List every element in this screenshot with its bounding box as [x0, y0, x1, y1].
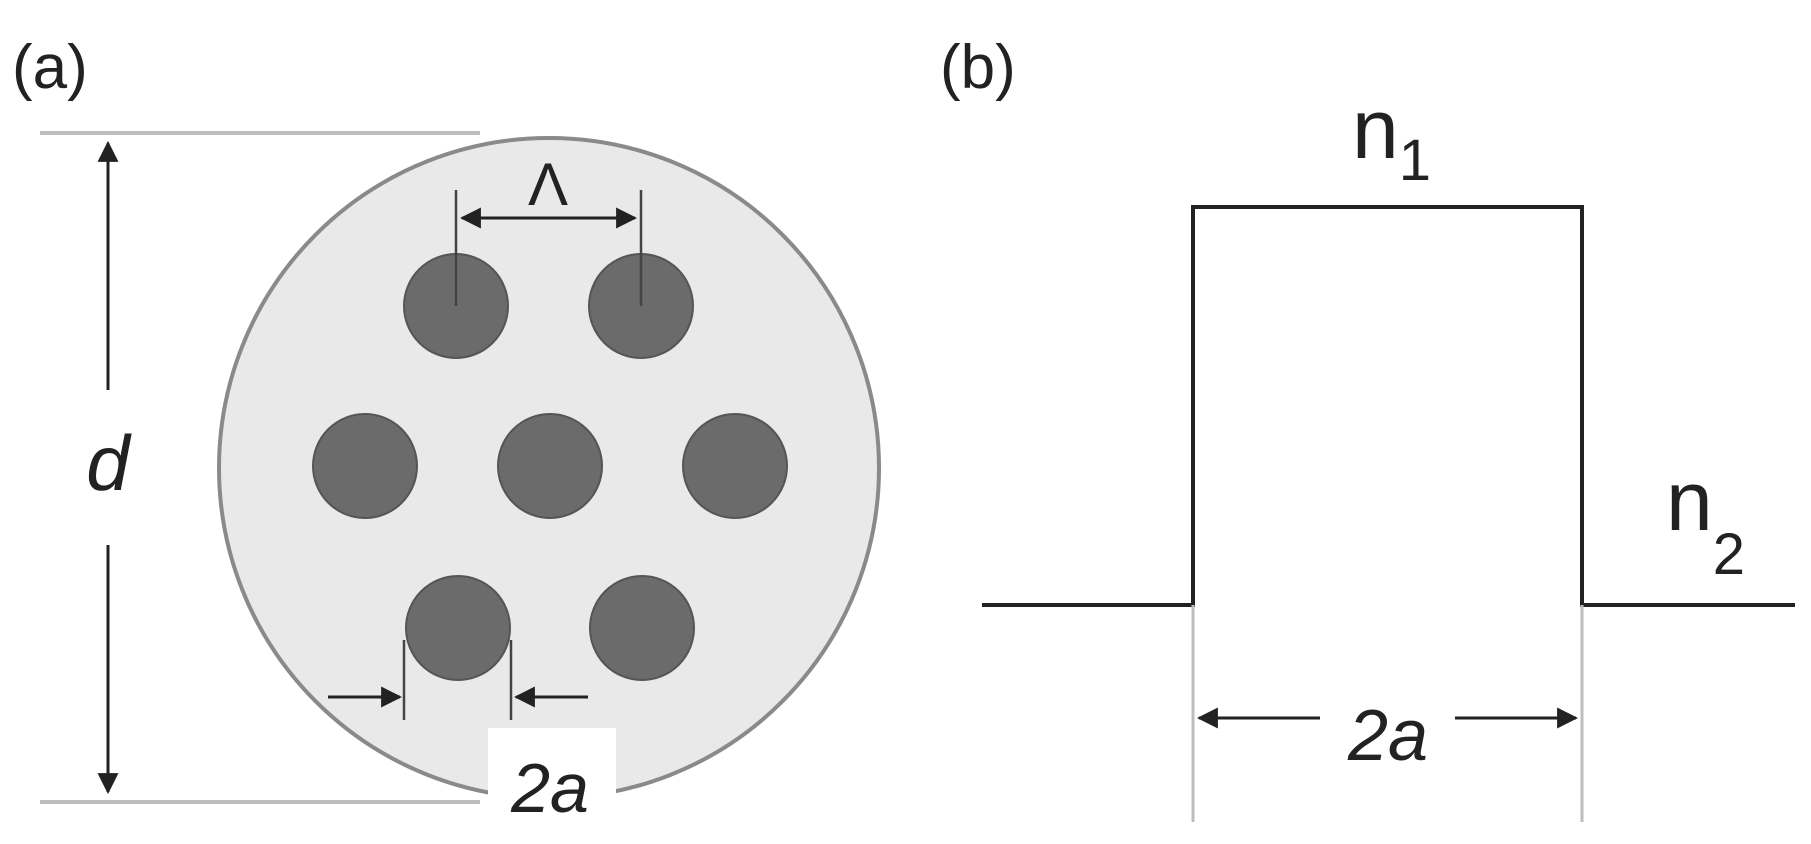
panel-b-label: (b)	[940, 33, 1016, 102]
panel-a: (a) d Λ 2a	[12, 33, 881, 827]
width-label: 2a	[1347, 696, 1428, 776]
refractive-index-profile	[982, 205, 1795, 607]
panel-a-label: (a)	[12, 33, 88, 102]
core-diameter-label: 2a	[510, 749, 589, 827]
core-center	[497, 413, 603, 519]
diameter-label: d	[86, 419, 132, 507]
n1-base: n	[1352, 82, 1399, 176]
core-middle-right	[682, 413, 788, 519]
n2-base: n	[1666, 454, 1713, 548]
n2-label: n2	[1666, 454, 1745, 587]
panel-b: (b) n1 n2 2a	[940, 33, 1795, 822]
n1-label: n1	[1352, 82, 1431, 193]
core-middle-left	[312, 413, 418, 519]
core-label-background	[488, 728, 616, 814]
core-bottom-right	[589, 575, 695, 681]
pitch-label: Λ	[528, 151, 568, 218]
core-bottom-left	[405, 575, 511, 681]
n2-subscript: 2	[1713, 522, 1745, 587]
n1-subscript: 1	[1399, 128, 1431, 193]
